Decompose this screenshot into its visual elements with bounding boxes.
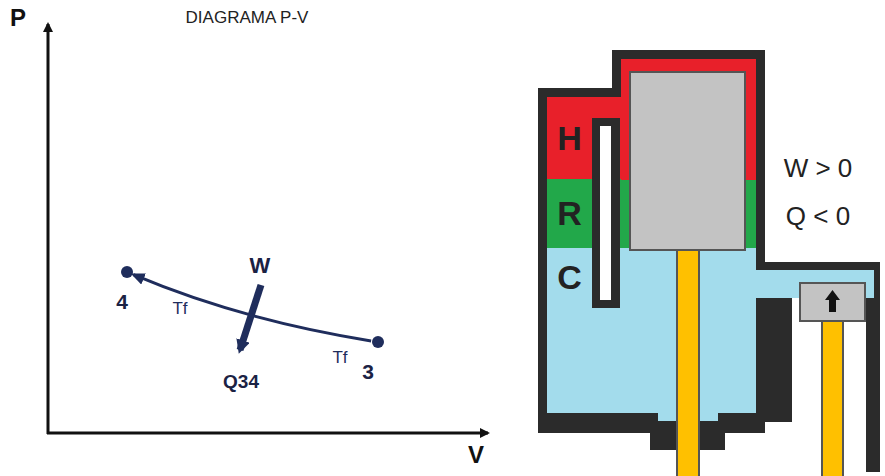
zone-letter: R bbox=[557, 194, 582, 233]
regenerator-zone: R bbox=[547, 179, 592, 248]
v-axis bbox=[47, 432, 488, 435]
point-number: 3 bbox=[362, 360, 374, 384]
point-number: 4 bbox=[116, 290, 128, 314]
temperature-label: Tf bbox=[172, 300, 187, 319]
housing-wall bbox=[782, 298, 792, 422]
axis-label: P bbox=[10, 5, 26, 31]
sign-note: Q < 0 bbox=[786, 202, 850, 231]
hot-zone: H bbox=[547, 97, 592, 179]
regenerator-slot bbox=[600, 126, 611, 300]
piston-rod bbox=[822, 321, 843, 476]
diagram-title: DIAGRAMA P-V bbox=[186, 9, 309, 28]
heat-label: Q34 bbox=[223, 372, 259, 393]
inner-wall bbox=[592, 118, 620, 308]
state-point: 3 bbox=[372, 336, 384, 348]
cold-zone: C bbox=[547, 248, 592, 306]
displacer-piston bbox=[630, 72, 745, 250]
temperature-label: Tf bbox=[332, 349, 347, 368]
zone-letter: H bbox=[557, 119, 582, 158]
up-arrow bbox=[825, 290, 840, 312]
state-point: 4 bbox=[121, 266, 133, 278]
chamber-gap bbox=[792, 298, 864, 476]
work-label: W bbox=[250, 254, 271, 278]
zone-letter: C bbox=[557, 258, 582, 297]
process-curve bbox=[133, 275, 371, 341]
p-axis bbox=[47, 24, 50, 434]
power-piston bbox=[800, 283, 865, 321]
piston-rod bbox=[677, 250, 699, 476]
cold-region bbox=[547, 248, 756, 413]
axis-label: V bbox=[468, 442, 484, 468]
sign-note: W > 0 bbox=[784, 154, 853, 183]
